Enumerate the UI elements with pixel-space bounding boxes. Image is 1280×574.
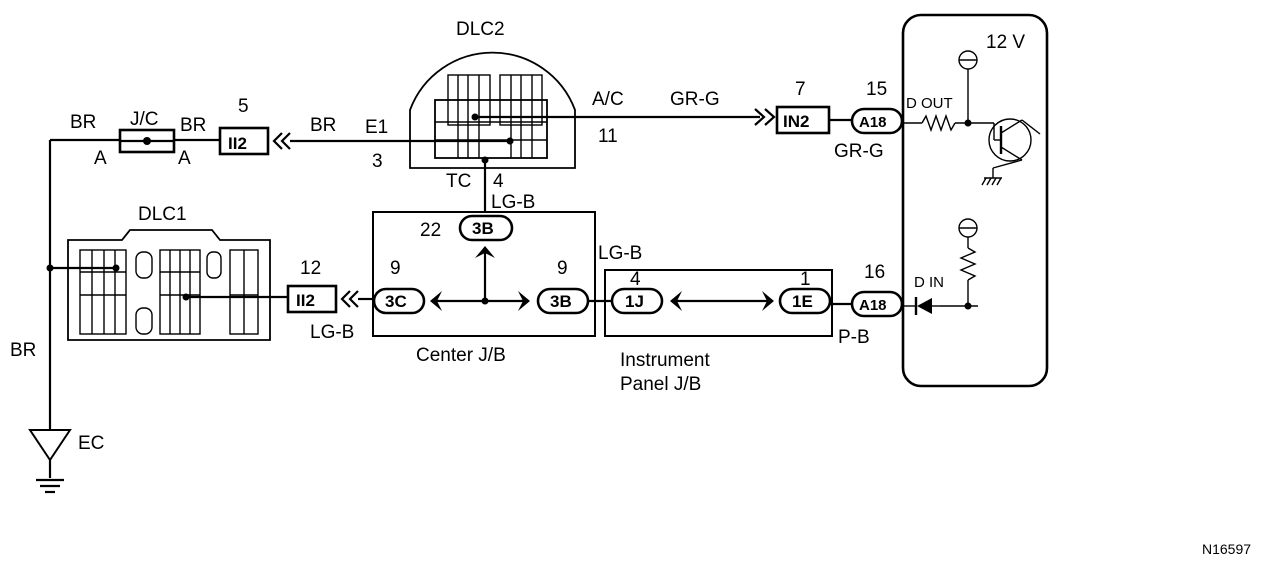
pin-7: 7 xyxy=(795,79,806,100)
dlc1-label: DLC1 xyxy=(138,204,187,225)
wire-br-4: BR xyxy=(10,340,36,361)
pin-12: 12 xyxy=(300,258,321,279)
instrument-jb-label-1: Instrument xyxy=(620,350,710,371)
d-in-label: D IN xyxy=(914,274,944,291)
figure-id: N16597 xyxy=(1202,541,1251,557)
instrument-jb-block xyxy=(604,269,904,337)
jc-pin-a-left: A xyxy=(94,148,107,169)
pin-3: 3 xyxy=(372,151,383,172)
dlc2-label: DLC2 xyxy=(456,19,505,40)
pin-4-tc: 4 xyxy=(493,171,504,192)
jc-label: J/C xyxy=(130,109,159,130)
pin-9-3c: 9 xyxy=(390,258,401,279)
center-jb-label: Center J/B xyxy=(416,345,506,366)
1e-label: 1E xyxy=(792,292,813,311)
a18-bottom-label: A18 xyxy=(859,297,887,314)
pin-15: 15 xyxy=(866,79,887,100)
ac-label: A/C xyxy=(592,89,624,110)
pin-16: 16 xyxy=(864,262,885,283)
top-wiring xyxy=(46,105,904,430)
center-jb-block xyxy=(372,211,612,337)
dlc2-connector xyxy=(409,51,576,169)
ii2-bottom-connector xyxy=(286,284,374,314)
pin-4-1j: 4 xyxy=(630,269,641,290)
instrument-jb-label-2: Panel J/B xyxy=(620,374,701,395)
tc-label: TC xyxy=(446,171,471,192)
ground-symbol xyxy=(28,429,72,494)
pin-11: 11 xyxy=(598,126,618,147)
ii2-bottom-label: II2 xyxy=(296,291,315,310)
wire-lg-b-1: LG-B xyxy=(491,192,535,213)
e1-label: E1 xyxy=(365,117,388,138)
in2-label: IN2 xyxy=(783,112,809,131)
ecu-block xyxy=(901,13,1049,388)
1j-label: 1J xyxy=(625,292,644,311)
wire-br-3: BR xyxy=(310,115,336,136)
voltage-label: 12 V xyxy=(986,32,1025,53)
pin-22: 22 xyxy=(420,220,441,241)
wire-br-2: BR xyxy=(180,115,206,136)
wire-p-b: P-B xyxy=(838,327,870,348)
d-out-label: D OUT xyxy=(906,95,953,112)
wire-lg-b-3: LG-B xyxy=(310,322,354,343)
ground-label: EC xyxy=(78,433,104,454)
wire-br-1: BR xyxy=(70,112,96,133)
3b-top-label: 3B xyxy=(472,219,494,238)
wire-gr-g-2: GR-G xyxy=(834,141,884,162)
wire-gr-g-1: GR-G xyxy=(670,89,720,110)
a18-top-label: A18 xyxy=(859,114,887,131)
3c-label: 3C xyxy=(385,292,407,311)
ii2-top-label: II2 xyxy=(228,134,247,153)
jc-pin-a-right: A xyxy=(178,148,191,169)
pin-9-3b: 9 xyxy=(557,258,568,279)
pin-5: 5 xyxy=(238,96,249,117)
dlc1-connector xyxy=(50,229,288,341)
wire-lg-b-2: LG-B xyxy=(598,243,642,264)
pin-1-1e: 1 xyxy=(800,269,811,290)
3b-right-label: 3B xyxy=(550,292,572,311)
